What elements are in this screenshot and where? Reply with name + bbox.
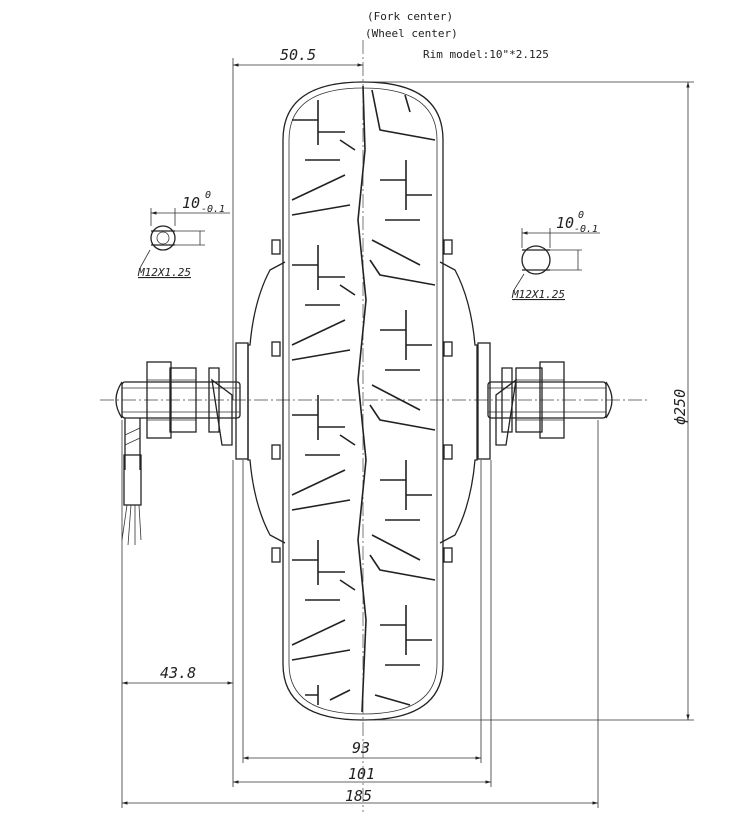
dim-offset-left: 43.8 (121, 420, 233, 808)
motor-hub (235, 239, 491, 563)
axle-left-section: 10 0 -0.1 M12X1.25 (137, 190, 230, 279)
axle-left-flat-width: 10 (182, 194, 200, 212)
dim-tire-width: 50.5 (232, 46, 363, 400)
tread-left (291, 100, 356, 705)
dim-diameter-value: ϕ250 (671, 389, 689, 425)
axle-right-tol-upper: 0 (578, 210, 584, 221)
dim-offset-left-value: 43.8 (160, 664, 196, 682)
rim-model-label: Rim model:10"*2.125 (423, 48, 549, 61)
axle-right-flat-width: 10 (556, 214, 574, 232)
axle-left-tol-upper: 0 (205, 190, 211, 201)
tire (282, 81, 444, 721)
dim-width-93: 93 (242, 460, 482, 763)
dim-width-185: 185 (122, 420, 599, 808)
axle-left-assembly (115, 361, 241, 546)
axle-right-tol-lower: -0.1 (574, 224, 598, 235)
fork-center-label: (Fork center) (367, 10, 453, 23)
axle-right-thread: M12X1.25 (511, 288, 565, 301)
tread-right (369, 89, 436, 706)
dim-tire-width-value: 50.5 (280, 46, 316, 64)
axle-left-tol-lower: -0.1 (201, 204, 225, 215)
axle-left-thread: M12X1.25 (137, 266, 191, 279)
wheel-center-label: (Wheel center) (365, 27, 458, 40)
dim-width-185-value: 185 (345, 787, 372, 805)
axle-right-section: 10 0 -0.1 M12X1.25 (511, 210, 600, 301)
dim-width-101-value: 101 (348, 765, 375, 783)
dim-diameter: ϕ250 (363, 81, 694, 721)
dim-width-101: 101 (232, 460, 492, 787)
axle-right-assembly (487, 361, 613, 446)
dim-width-93-value: 93 (352, 739, 370, 757)
